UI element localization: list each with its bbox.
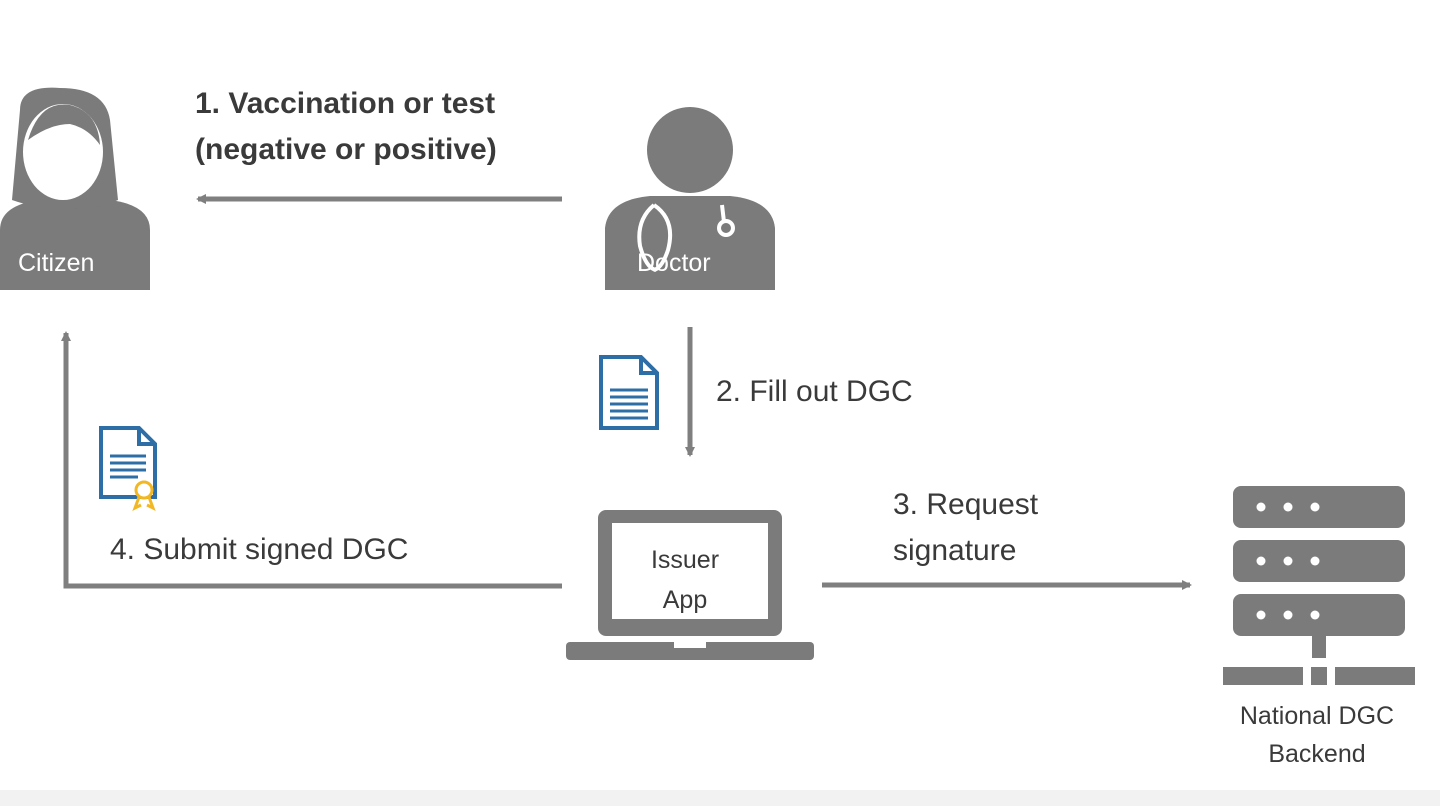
step3-label-line2: signature [893, 534, 1017, 567]
doctor-label: Doctor [637, 249, 711, 277]
server-rack-icon [1223, 486, 1415, 685]
step3-label: 3. Request signature [893, 482, 1038, 574]
issuer-app-label-line2: App [662, 586, 708, 614]
step1-label-line2: (negative or positive) [195, 133, 497, 166]
backend-label-line2: Backend [1268, 740, 1366, 768]
citizen-icon [0, 87, 150, 290]
document-icon [599, 355, 659, 430]
issuer-app-label-line1: Issuer [650, 546, 720, 574]
step1-label: 1. Vaccination or test (negative or posi… [195, 81, 497, 173]
step2-label: 2. Fill out DGC [716, 375, 913, 408]
arrow-step4 [61, 331, 562, 589]
step1-label-line1: 1. Vaccination or test [195, 87, 496, 120]
laptop-icon [566, 510, 814, 660]
backend-label-line1: National DGC [1239, 702, 1395, 730]
issuer-app-label: Issuer App [610, 540, 760, 620]
doctor-icon [605, 107, 775, 290]
step4-label: 4. Submit signed DGC [110, 533, 409, 566]
backend-label: National DGC Backend [1197, 697, 1437, 773]
certificate-document-icon [99, 426, 157, 512]
step3-label-line1: 3. Request [893, 488, 1039, 521]
bottom-strip [0, 790, 1440, 806]
citizen-label: Citizen [18, 249, 95, 277]
